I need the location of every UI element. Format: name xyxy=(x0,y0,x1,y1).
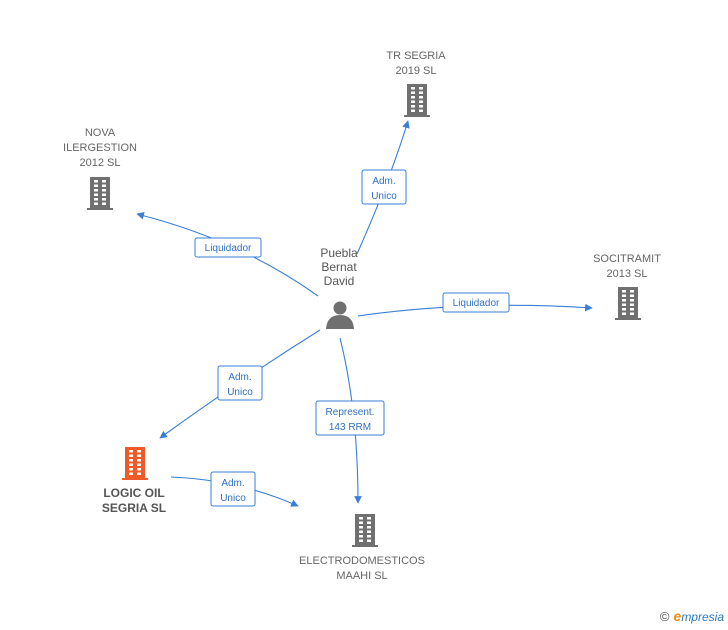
edge-label-line: Adm. xyxy=(221,478,244,489)
edge-label-logic-oil[interactable]: Adm. Unico xyxy=(217,365,263,401)
edge-label-line: Unico xyxy=(227,387,253,398)
edge-label-socitramit[interactable]: Liquidador xyxy=(442,292,510,313)
building-icon xyxy=(615,287,641,320)
edge-label-line: Adm. xyxy=(228,372,251,383)
edge-label-line: Represent. xyxy=(326,407,375,418)
edge-label-nova[interactable]: Liquidador xyxy=(194,237,262,258)
edge-label-electro[interactable]: Represent. 143 RRM xyxy=(315,400,385,436)
empresia-watermark: ©empresia xyxy=(660,608,724,624)
node-tr-segria[interactable]: TR SEGRIA 2019 SL xyxy=(386,50,446,117)
building-icon xyxy=(87,177,113,210)
node-nova-ilergestion[interactable]: NOVA ILERGESTION 2012 SL xyxy=(63,127,137,210)
brand-logo-text: mpresia xyxy=(681,610,724,624)
edge-label-line: Unico xyxy=(220,493,246,504)
node-label-line: SEGRIA SL xyxy=(102,501,166,515)
edge-label-line: Liquidador xyxy=(205,243,252,254)
node-electrodomesticos-maahi[interactable]: ELECTRODOMESTICOS MAAHI SL xyxy=(299,514,425,582)
node-label-line: ILERGESTION xyxy=(63,142,137,154)
node-label-line: David xyxy=(324,274,355,288)
node-label-line: MAAHI SL xyxy=(336,570,387,582)
node-label-line: 2019 SL xyxy=(396,65,437,77)
building-icon xyxy=(122,447,148,480)
node-socitramit[interactable]: SOCITRAMIT 2013 SL xyxy=(593,253,661,320)
edge-label-line: Unico xyxy=(371,191,397,202)
edge-label-line: Adm. xyxy=(372,176,395,187)
node-label-line: LOGIC OIL xyxy=(103,486,164,500)
node-label-line: Puebla xyxy=(320,246,358,260)
edge-label-line: Liquidador xyxy=(453,298,500,309)
person-icon xyxy=(326,301,354,329)
node-label-line: TR SEGRIA xyxy=(386,50,446,62)
node-label-line: Bernat xyxy=(321,260,357,274)
node-logic-oil-segria[interactable]: LOGIC OIL SEGRIA SL xyxy=(102,447,166,515)
node-label-line: 2012 SL xyxy=(80,157,121,169)
node-label-line: ELECTRODOMESTICOS xyxy=(299,555,425,567)
edge-label-logic-to-electro[interactable]: Adm. Unico xyxy=(210,471,256,507)
node-label-line: 2013 SL xyxy=(607,268,648,280)
building-icon xyxy=(352,514,378,547)
node-center-person[interactable]: Puebla Bernat David xyxy=(320,246,358,329)
copyright-symbol: © xyxy=(659,609,670,624)
edge-label-tr-segria[interactable]: Adm. Unico xyxy=(361,169,407,205)
node-label-line: NOVA xyxy=(85,127,116,139)
edge-label-line: 143 RRM xyxy=(329,422,371,433)
building-icon xyxy=(404,84,430,117)
node-label-line: SOCITRAMIT xyxy=(593,253,661,265)
brand-logo-e: e xyxy=(673,608,682,624)
